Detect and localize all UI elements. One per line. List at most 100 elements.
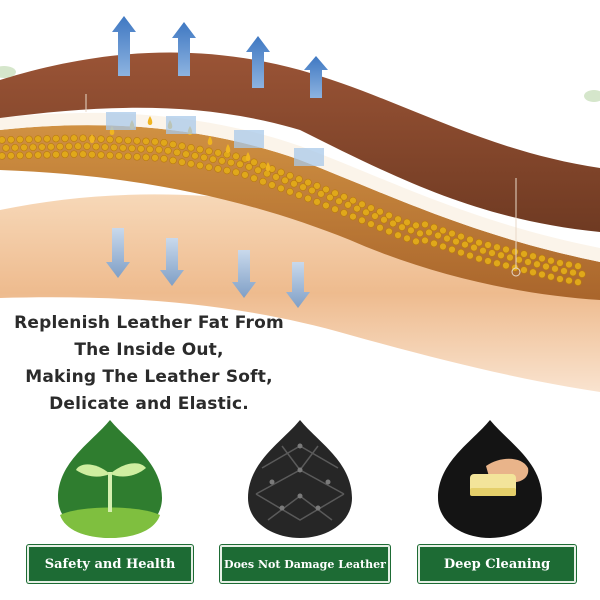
- fat-particle: [227, 158, 235, 167]
- fat-particle: [38, 143, 46, 151]
- fat-particle: [376, 208, 384, 216]
- fat-particle: [385, 227, 393, 236]
- fat-particle: [25, 135, 33, 143]
- fat-particle: [268, 181, 276, 189]
- fat-particle: [245, 163, 253, 171]
- headline-line-4: Delicate and Elastic.: [49, 394, 249, 414]
- fat-particle: [556, 259, 564, 267]
- down-arrow-icon: [160, 238, 184, 286]
- fat-particle: [308, 186, 316, 195]
- fat-particle: [142, 137, 150, 146]
- fat-particle: [470, 243, 478, 252]
- fat-particle: [250, 158, 258, 166]
- fat-particle: [317, 190, 325, 198]
- oil-droplet: [207, 136, 213, 145]
- fat-particle: [475, 254, 483, 263]
- fat-particle: [569, 268, 577, 277]
- fat-particle: [313, 198, 321, 206]
- fat-particle: [0, 136, 6, 144]
- fat-particle: [124, 152, 132, 161]
- fat-particle: [493, 259, 501, 267]
- fat-particle: [34, 151, 42, 159]
- fat-particle: [205, 163, 213, 171]
- fat-particle: [533, 260, 541, 268]
- headline-line-1: Replenish Leather Fat From: [14, 313, 284, 333]
- fat-particle: [340, 209, 348, 217]
- fat-particle: [277, 168, 285, 177]
- fat-particle: [133, 137, 141, 145]
- up-arrow-icon: [172, 22, 196, 76]
- fat-particle: [358, 216, 366, 225]
- fat-particle: [16, 135, 24, 144]
- fat-particle: [47, 143, 55, 151]
- fat-particle: [196, 145, 204, 154]
- fat-particle: [565, 276, 573, 285]
- upward-arrows: [106, 16, 328, 166]
- fat-particle: [340, 193, 348, 201]
- fat-particle: [403, 218, 411, 227]
- fat-particle: [25, 151, 33, 159]
- layer-separator: [0, 112, 600, 262]
- fat-particle: [187, 160, 195, 168]
- fat-particle: [79, 150, 87, 158]
- fat-particle: [542, 262, 550, 271]
- fat-particle: [376, 224, 384, 232]
- fat-particle: [430, 239, 438, 248]
- fat-particle: [538, 254, 546, 263]
- fat-particle: [565, 260, 573, 269]
- headline-line-3: Making The Leather Soft,: [25, 367, 273, 387]
- fat-particle: [232, 168, 240, 176]
- fat-particle: [515, 256, 523, 264]
- fat-particle: [61, 150, 69, 159]
- fat-particle: [547, 257, 555, 265]
- fat-particle: [367, 204, 375, 212]
- fat-particle: [70, 150, 78, 158]
- fat-particle: [259, 177, 267, 186]
- fat-particle: [281, 176, 289, 185]
- fat-particle: [349, 196, 357, 205]
- fat-particle: [97, 135, 105, 143]
- fat-particle: [124, 136, 132, 145]
- fat-particle: [299, 183, 307, 191]
- fat-particle: [155, 146, 163, 154]
- safety-health-badge: Safety and Health: [27, 545, 193, 583]
- fat-particle: [115, 152, 123, 160]
- fat-particle: [160, 155, 168, 163]
- fat-particle: [331, 189, 339, 197]
- fat-particle: [214, 165, 222, 173]
- fat-particle: [178, 142, 186, 150]
- fat-particle: [92, 142, 100, 151]
- fat-particle: [367, 220, 375, 228]
- fat-particle: [344, 201, 352, 209]
- fat-particle: [385, 211, 393, 220]
- fat-particle: [475, 238, 483, 247]
- leaf-decoration: [584, 90, 600, 102]
- fat-particle: [88, 150, 96, 159]
- fat-particle: [574, 262, 582, 270]
- oil-droplet: [89, 134, 95, 143]
- fat-particle: [146, 145, 154, 154]
- fat-particle: [160, 139, 168, 147]
- fat-particle: [115, 136, 123, 144]
- oil-droplet: [225, 144, 231, 153]
- fat-particle: [484, 257, 492, 265]
- fat-particle: [74, 142, 82, 150]
- fat-particle: [29, 143, 37, 151]
- oil-droplet: [265, 162, 271, 171]
- fat-particle: [182, 150, 190, 158]
- fat-particle: [461, 240, 469, 249]
- fat-particle: [196, 161, 204, 170]
- no-damage-badge: Does Not Damage Leather: [220, 545, 390, 583]
- fat-particle: [119, 144, 127, 152]
- leaf-decoration: [0, 66, 16, 78]
- fat-particle: [389, 219, 397, 228]
- fat-particle: [520, 250, 528, 258]
- fat-particle: [277, 184, 285, 193]
- fat-particle: [457, 232, 465, 241]
- down-arrow-icon: [232, 250, 256, 298]
- headline-line-2: The Inside Out,: [74, 340, 224, 360]
- fat-particle: [524, 258, 532, 266]
- fat-particle: [394, 215, 402, 223]
- up-arrow-icon: [246, 36, 270, 88]
